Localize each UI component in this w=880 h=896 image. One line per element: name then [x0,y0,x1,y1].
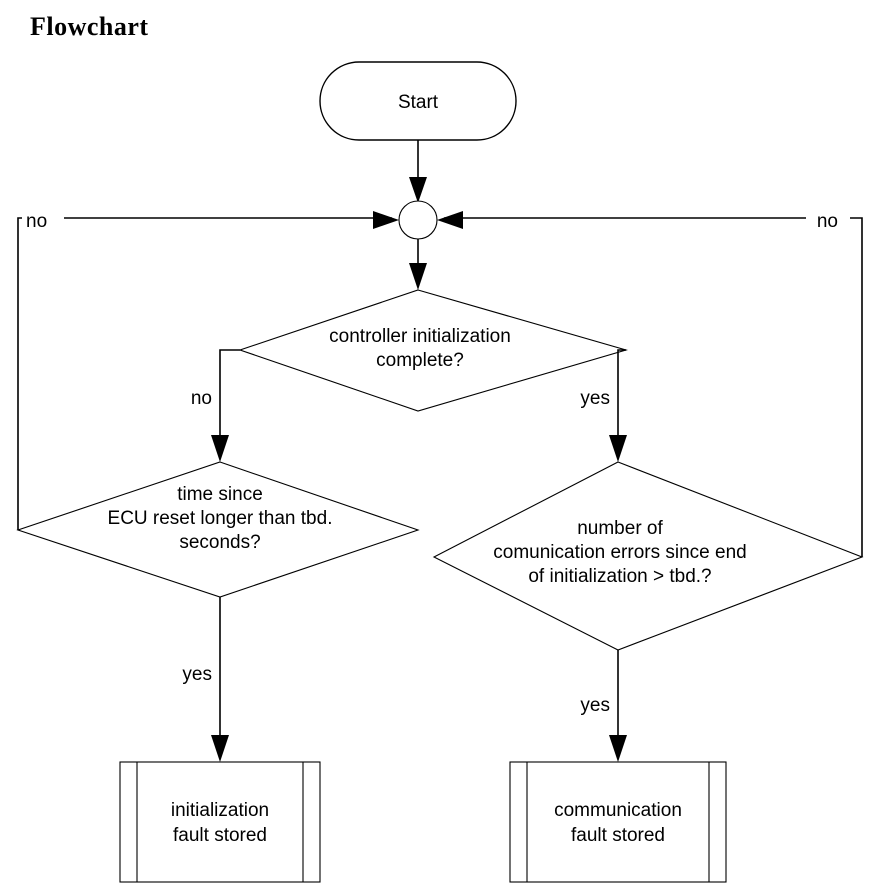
edge-label-time-yes: yes [182,664,212,685]
decision-comm-line2: comunication errors since end [493,542,746,563]
page-title: Flowchart [30,12,149,41]
edge-label-init-no: no [191,388,212,409]
node-decision-time[interactable]: time since ECU reset longer than tbd. se… [16,461,420,598]
process-init-fault-line2: fault stored [173,825,267,846]
edge-label-loop-right-no: no [817,211,838,232]
node-process-comm-fault[interactable]: communication fault stored [509,761,727,883]
decision-time-shape [16,461,420,598]
arrow-down-icon [211,435,229,462]
edge-label-comm-yes: yes [580,695,610,716]
process-init-fault-shape [119,761,321,883]
decision-init-line2: complete? [376,350,464,371]
edge-decision-comm-yes: yes [580,650,627,762]
process-comm-fault-line2: fault stored [571,825,665,846]
process-comm-fault-line1: communication [554,800,682,821]
arrow-right-icon [373,211,399,229]
edge-loop-right: no [437,206,863,557]
decision-init-shape [238,289,628,412]
decision-time-line2: ECU reset longer than tbd. [108,508,333,529]
node-process-init-fault[interactable]: initialization fault stored [119,761,321,883]
loop-right-label-bg [806,206,850,230]
edge-label-init-yes: yes [580,388,610,409]
arrow-left-icon [437,211,463,229]
process-comm-fault-shape [509,761,727,883]
process-init-fault-line1: initialization [171,800,269,821]
edge-decision-init-yes: yes [580,349,627,462]
edge-loop-left: no [17,206,399,530]
arrow-down-icon [609,735,627,762]
arrow-down-icon [409,177,427,203]
node-decision-init[interactable]: controller initialization complete? [238,289,628,412]
node-junction[interactable] [398,200,438,240]
node-start[interactable]: Start [319,61,517,141]
decision-comm-line3: of initialization > tbd.? [528,566,711,587]
arrow-down-icon [409,263,427,290]
decision-comm-line1: number of [577,518,663,539]
arrow-down-icon [609,435,627,462]
arrow-down-icon [211,735,229,762]
decision-time-line1: time since [177,484,263,505]
edge-decision-init-no: no [191,349,240,462]
start-label: Start [398,92,439,113]
decision-time-line3: seconds? [179,532,260,553]
edge-label-loop-left-no: no [26,211,47,232]
edge-junction-to-decision-init [409,239,427,290]
decision-init-line1: controller initialization [329,326,511,347]
loop-left-label-bg [22,206,64,230]
edge-decision-time-yes: yes [182,597,229,762]
junction-shape [398,200,438,240]
node-decision-comm[interactable]: number of comunication errors since end … [432,461,864,651]
edge-start-to-junction [409,140,427,203]
